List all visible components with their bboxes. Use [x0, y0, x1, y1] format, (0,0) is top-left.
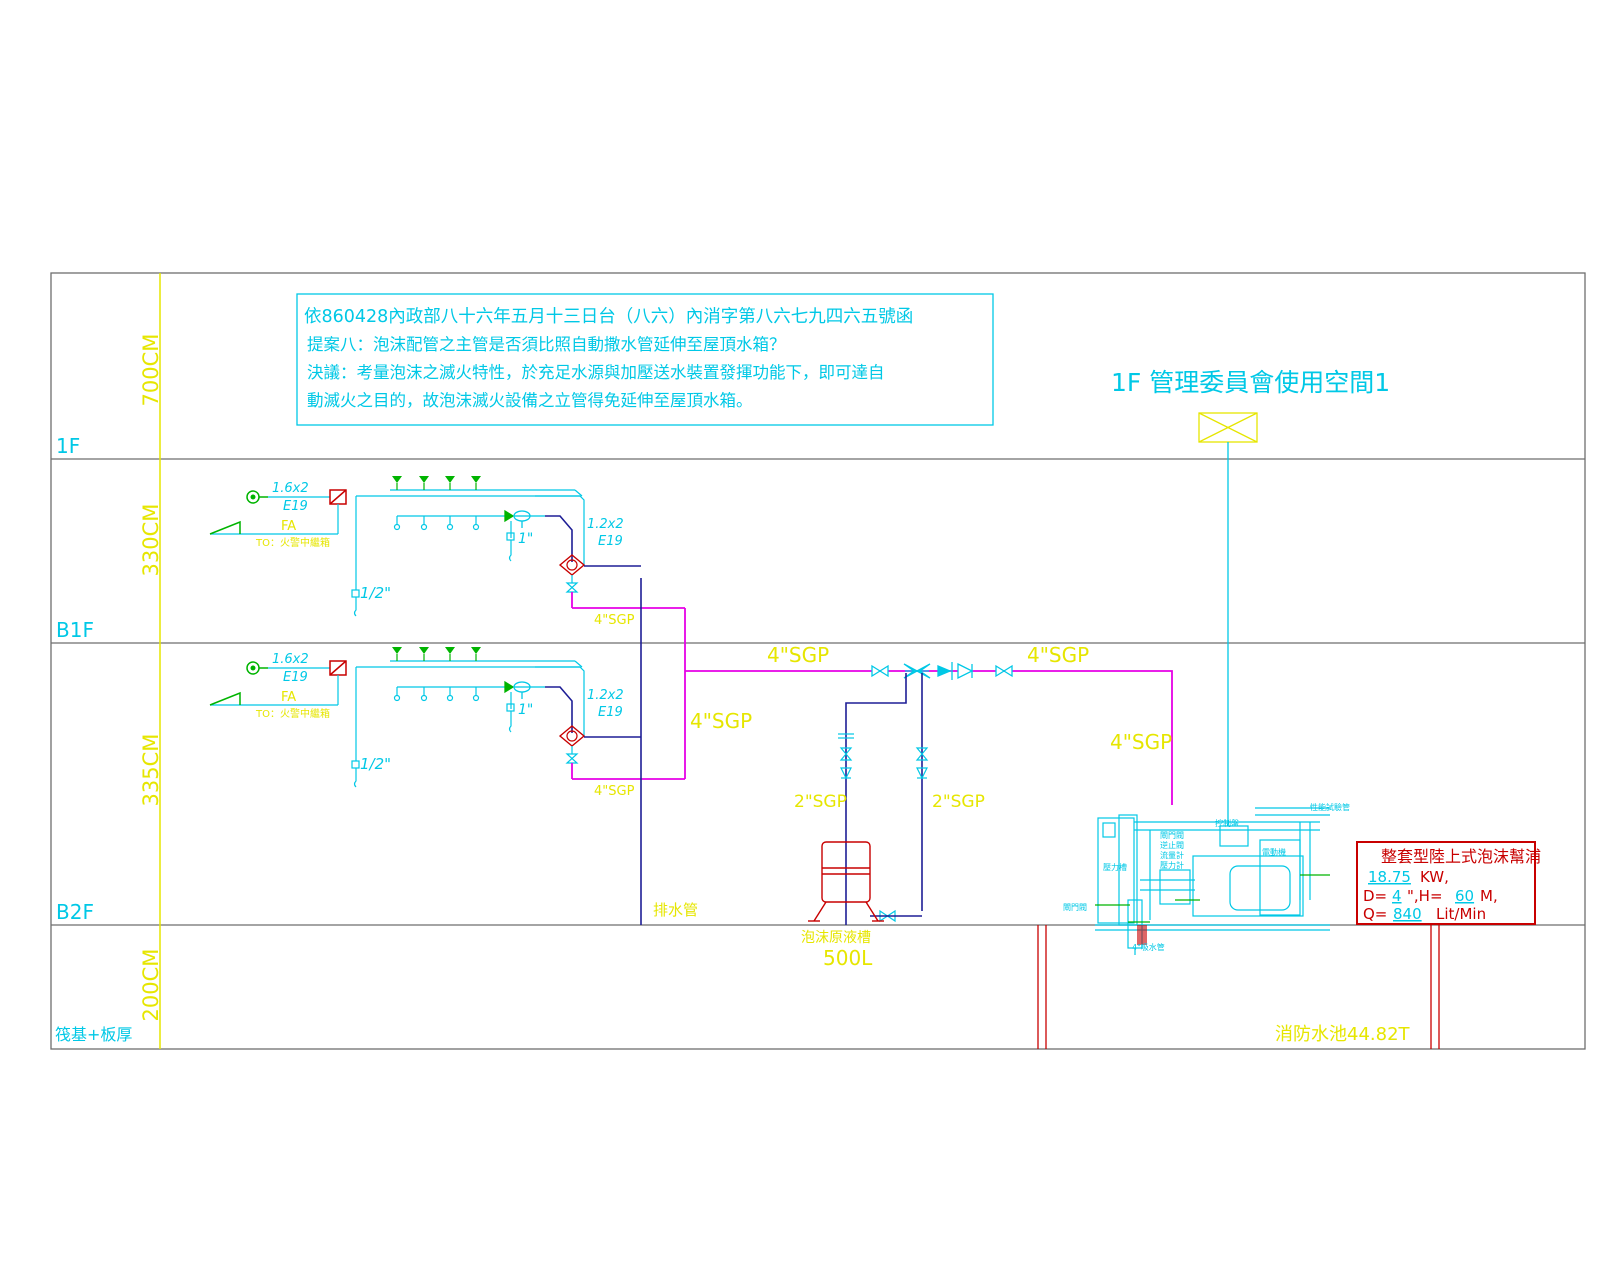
pipe-size-4in: 4"SGP [594, 613, 635, 628]
floor-height-b2f: 335CM [139, 734, 163, 807]
main-pipe-label-right: 4"SGP [1027, 643, 1089, 667]
detector-box-icon [329, 489, 347, 505]
pump-power-value: 18.75 [1368, 868, 1411, 886]
pump-power-unit: KW, [1420, 868, 1449, 886]
label-flow-meter: 流量計 [1160, 850, 1184, 860]
foam-tank-name: 泡沫原液槽 [801, 930, 871, 946]
gate-valve-icon [565, 746, 579, 764]
sprinkler-head-icon [393, 516, 480, 531]
down-pipe-label: 4"SGP [1110, 730, 1172, 754]
pump-d-value: 4 [1392, 887, 1402, 905]
wire-spec: 1.6x2 [272, 652, 309, 667]
pump-d-unit: ",H= [1407, 887, 1443, 905]
branch-valve-icons [838, 733, 929, 923]
main-valve-icons [871, 662, 1013, 680]
pump-title: 整套型陸上式泡沫幫浦 [1381, 847, 1541, 866]
floor-height-1f: 700CM [139, 334, 163, 407]
label-motor: 電動機 [1262, 847, 1286, 857]
wire-spec-2: 1.2x2 [587, 517, 624, 532]
pump-spec-box [1356, 841, 1536, 925]
pipe-size-half: 1/2" [360, 755, 391, 773]
zone-b1f: 1.6x2 E19 FA TO：火警中繼箱 [209, 476, 685, 628]
branch-pipe-label-right: 2"SGP [932, 792, 985, 812]
floor-label-b1f: B1F [56, 618, 94, 642]
to-label: TO：火警中繼箱 [255, 536, 330, 549]
label-gate-valve-top: 閘門閥 [1160, 831, 1184, 840]
tee-outlets [845, 673, 923, 925]
pump-d-prefix: D= [1363, 887, 1387, 905]
floor-label-1f: 1F [56, 434, 80, 458]
pump-h-unit: M, [1480, 887, 1498, 905]
fire-alarm-line-symbol [209, 691, 241, 706]
pump-labels: 壓力槽 閘門閥 閘門閥 逆止閥 流量計 壓力計 控制盤 電動機 性能試驗管 4"… [1063, 802, 1350, 952]
branch-pipe-label-left: 2"SGP [794, 792, 847, 812]
alarm-bell-icon [246, 490, 268, 504]
detector-box-icon [329, 660, 347, 676]
wire-spec: 1.6x2 [272, 481, 309, 496]
water-tank-label: 消防水池44.82T [1275, 1024, 1411, 1045]
fa-label: FA [281, 519, 296, 534]
foam-main-pipe [684, 608, 1173, 805]
regulation-note-box [296, 293, 994, 426]
foam-tank-volume: 500L [823, 946, 873, 970]
pump-h-value: 60 [1455, 887, 1474, 905]
water-tank-walls [1037, 925, 1440, 1049]
pump-q-value: 840 [1393, 905, 1422, 923]
deluge-valve-icon [504, 509, 545, 528]
foam-tank-icon [808, 841, 884, 922]
foam-head-icon [392, 476, 481, 490]
deluge-valve-icon [504, 680, 545, 699]
main-pipe-label-left: 4"SGP [767, 643, 829, 667]
conduit-spec-2: E19 [598, 705, 623, 720]
floor-height-base: 200CM [139, 949, 163, 1022]
zone-b2f: 1.6x2 E19 FA TO：火警中繼箱 [209, 647, 685, 799]
pipe-size-1in: 1" [518, 531, 533, 547]
room-label-1f: 1F 管理委員會使用空間1 [1111, 368, 1390, 397]
gate-valve-icon [565, 575, 579, 593]
conduit-spec: E19 [283, 499, 308, 514]
note-line-4: 動滅火之目的，故泡沫滅火設備之立管得免延伸至屋頂水箱。 [307, 391, 753, 410]
note-line-2: 提案八：泡沫配管之主管是否須比照自動撒水管延伸至屋頂水箱？ [307, 335, 786, 354]
conduit-spec-2: E19 [598, 534, 623, 549]
pipe-size-4in: 4"SGP [594, 784, 635, 799]
label-pressure-tank: 壓力槽 [1103, 862, 1127, 872]
pipe-size-half: 1/2" [360, 584, 391, 602]
control-panel-icon [1198, 412, 1258, 443]
check-valve-icon [558, 554, 586, 576]
floor-label-base: 筏基+板厚 [55, 1025, 132, 1044]
fa-label: FA [281, 690, 296, 705]
floor-label-b2f: B2F [56, 900, 94, 924]
label-control-panel: 控制盤 [1215, 818, 1239, 828]
conduit-spec: E19 [283, 670, 308, 685]
foam-head-icon [392, 647, 481, 661]
sprinkler-head-icon [393, 687, 480, 702]
pump-unit [1095, 807, 1330, 955]
label-gate-valve-left: 閘門閥 [1063, 903, 1087, 912]
pump-q-unit: Lit/Min [1436, 905, 1486, 923]
label-suction: 4"吸水管 [1132, 942, 1165, 952]
pump-q-prefix: Q= [1363, 905, 1387, 923]
pipe-size-1in: 1" [518, 702, 533, 718]
drain-pipe-label: 排水管 [653, 901, 698, 919]
note-line-3: 決議：考量泡沫之滅火特性，於充足水源與加壓送水裝置發揮功能下，即可達自 [307, 363, 885, 382]
riser-pipe-label: 4"SGP [690, 709, 752, 733]
alarm-bell-icon [246, 661, 268, 675]
check-valve-icon [558, 725, 586, 747]
note-line-1: 依860428內政部八十六年五月十三日台（八六）內消字第八六七九四六五號函 [304, 307, 913, 327]
floor-height-b1f: 330CM [139, 504, 163, 577]
label-test-pipe: 性能試驗管 [1310, 802, 1350, 812]
to-label: TO：火警中繼箱 [255, 707, 330, 720]
label-pressure-gauge: 壓力計 [1160, 860, 1184, 870]
label-check-valve: 逆止閥 [1160, 840, 1184, 850]
wire-spec-2: 1.2x2 [587, 688, 624, 703]
fire-alarm-line-symbol [209, 520, 241, 535]
